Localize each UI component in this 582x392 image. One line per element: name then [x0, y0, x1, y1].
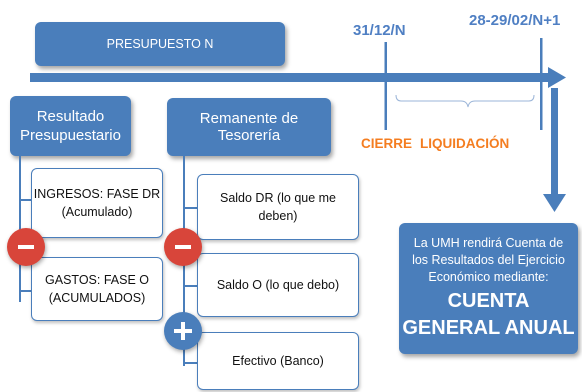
cuenta-general-box: La UMH rendirá Cuenta de los Resultados …	[399, 223, 578, 354]
saldo-dr-box: Saldo DR (lo que me deben)	[197, 174, 359, 240]
efectivo-label: Efectivo (Banco)	[232, 353, 324, 368]
resultado-connector-bottom	[19, 290, 31, 292]
presupuesto-label: PRESUPUESTO N	[106, 37, 214, 51]
remanente-title: Remanente de Tesorería	[199, 110, 299, 144]
minus-icon	[7, 228, 45, 266]
liquidacion-brace	[395, 94, 535, 108]
minus-glyph	[18, 245, 34, 249]
down-arrow-shaft	[551, 88, 558, 196]
cierre-label: CIERRE	[361, 136, 413, 151]
date-liquidation: 28-29/02/N+1	[469, 12, 561, 29]
remanente-connector-1	[183, 207, 197, 209]
plus-glyph	[174, 322, 192, 340]
cuenta-line1: La UMH rendirá Cuenta de	[413, 236, 564, 251]
timeline-bar	[30, 73, 550, 82]
resultado-connector-top	[19, 199, 31, 201]
down-arrow-head	[543, 194, 566, 212]
cuenta-line3: Económico mediante:	[428, 269, 549, 284]
resultado-header: Resultado Presupuestario	[10, 96, 131, 156]
gastos-box: GASTOS: FASE O (ACUMULADOS)	[31, 257, 163, 321]
date-close: 31/12/N	[353, 22, 406, 39]
saldo-o-label: Saldo O (lo que debo)	[216, 277, 340, 292]
resultado-title-line1: Resultado	[36, 107, 105, 125]
resultado-title-line2: Presupuestario	[20, 127, 121, 144]
remanente-connector-2	[183, 285, 197, 287]
cuenta-big2: GENERAL ANUAL	[402, 316, 575, 339]
ingresos-box: INGRESOS: FASE DR (Acumulado)	[31, 168, 163, 238]
gastos-line2: (ACUMULADOS)	[48, 291, 146, 305]
cuenta-line2: los Resultados del Ejercicio	[412, 253, 565, 268]
cierre-tick	[384, 42, 387, 130]
ingresos-line1: INGRESOS: FASE DR	[33, 186, 161, 201]
saldo-dr-line1: Saldo DR (lo que me	[219, 190, 337, 205]
remanente-header: Remanente de Tesorería	[167, 98, 331, 156]
presupuesto-box: PRESUPUESTO N	[35, 22, 285, 66]
liquidacion-tick	[540, 38, 543, 130]
remanente-connector-3	[183, 362, 197, 364]
timeline-arrowhead	[548, 67, 566, 88]
saldo-dr-line2: deben)	[258, 209, 298, 223]
minus-icon	[164, 228, 202, 266]
saldo-o-box: Saldo O (lo que debo)	[197, 253, 359, 317]
cuenta-big1: CUENTA	[447, 289, 530, 312]
efectivo-box: Efectivo (Banco)	[197, 332, 359, 390]
ingresos-line2: (Acumulado)	[61, 205, 133, 219]
gastos-line1: GASTOS: FASE O	[45, 272, 149, 287]
minus-glyph	[175, 245, 191, 249]
plus-icon	[164, 312, 202, 350]
liquidacion-label: LIQUIDACIÓN	[420, 136, 510, 151]
